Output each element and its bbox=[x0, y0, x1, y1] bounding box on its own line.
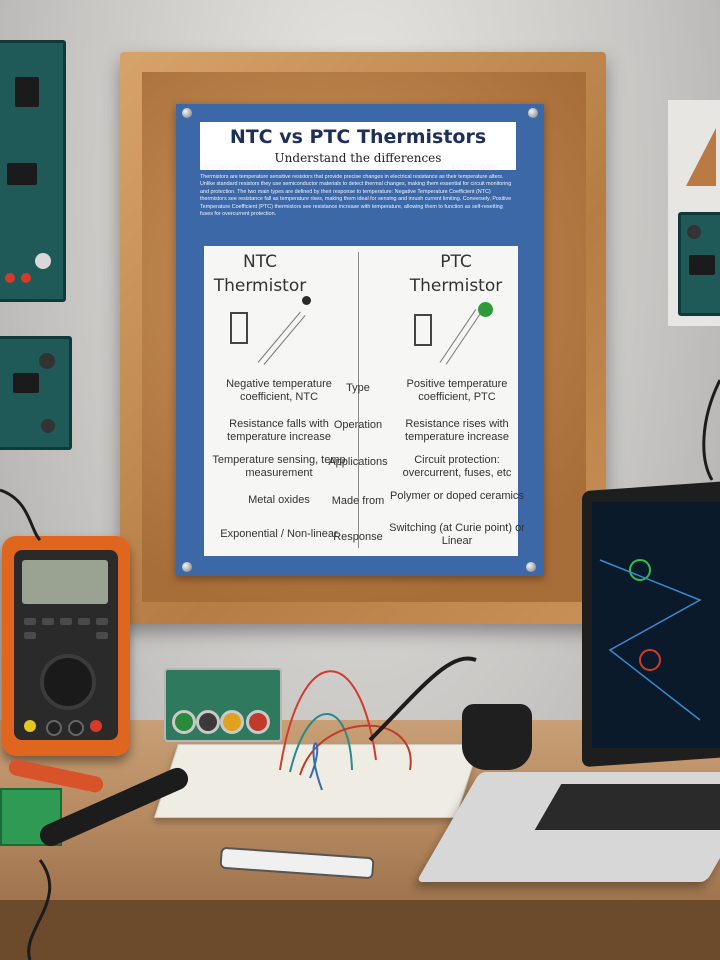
ptc-cell: Resistance rises with temperature increa… bbox=[405, 418, 509, 443]
circuit-module bbox=[164, 668, 282, 742]
ptc-cell: Positive temperature coefficient, PTC bbox=[406, 378, 508, 403]
poster-subtitle: Understand the differences bbox=[274, 151, 442, 165]
ptc-cell: Circuit protection: overcurrent, fuses, … bbox=[402, 454, 512, 479]
poster-brand: ElectronicsNotes bbox=[452, 164, 498, 170]
comparison-panel bbox=[204, 246, 518, 556]
poster-header bbox=[200, 122, 516, 170]
poster-url: https://www.electronics-notes.com bbox=[200, 164, 291, 170]
ntc-thermistor-symbol bbox=[230, 312, 248, 344]
ntc-cell: Metal oxides bbox=[248, 494, 310, 506]
wall-circuit-board-lower bbox=[0, 336, 72, 450]
ptc-heading-line1: PTC bbox=[440, 252, 472, 272]
ntc-bead bbox=[302, 296, 311, 305]
ptc-cell: Switching (at Curie point) or Linear bbox=[389, 522, 525, 547]
multimeter-dial bbox=[40, 654, 96, 710]
wall-circuit-board-right bbox=[678, 212, 720, 316]
ntc-heading-line1: NTC bbox=[243, 252, 277, 272]
sensor-holder bbox=[462, 704, 532, 770]
wall-circuit-board-left bbox=[0, 40, 66, 302]
ptc-bead bbox=[478, 302, 493, 317]
column-divider bbox=[358, 252, 359, 548]
pin bbox=[526, 562, 536, 572]
row-label: Applications bbox=[328, 456, 388, 468]
row-label: Made from bbox=[331, 495, 385, 507]
row-label: Response bbox=[333, 531, 383, 543]
poster-title: NTC vs PTC Thermistors bbox=[229, 126, 487, 148]
pin bbox=[528, 108, 538, 118]
wall-triangle-ornament bbox=[686, 128, 716, 186]
desk-edge bbox=[0, 900, 720, 960]
row-label: Type bbox=[346, 382, 370, 394]
multimeter-display bbox=[22, 560, 108, 604]
ptc-cell: Polymer or doped ceramics bbox=[390, 490, 524, 502]
ntc-cell: Resistance falls with temperature increa… bbox=[227, 418, 331, 443]
pin bbox=[182, 108, 192, 118]
ntc-cell: Exponential / Non-linear bbox=[220, 528, 338, 540]
ntc-heading-line2: Thermistor bbox=[213, 276, 307, 296]
ntc-cell: Temperature sensing, temp measurement bbox=[212, 454, 346, 479]
poster-intro-text: Thermistors are temperature sensitive re… bbox=[200, 174, 512, 218]
ntc-cell: Negative temperature coefficient, NTC bbox=[226, 378, 332, 403]
row-label: Operation bbox=[333, 419, 383, 431]
multimeter bbox=[2, 536, 130, 756]
ptc-thermistor-symbol bbox=[414, 314, 432, 346]
pin bbox=[182, 562, 192, 572]
ptc-heading-line2: Thermistor bbox=[409, 276, 503, 296]
